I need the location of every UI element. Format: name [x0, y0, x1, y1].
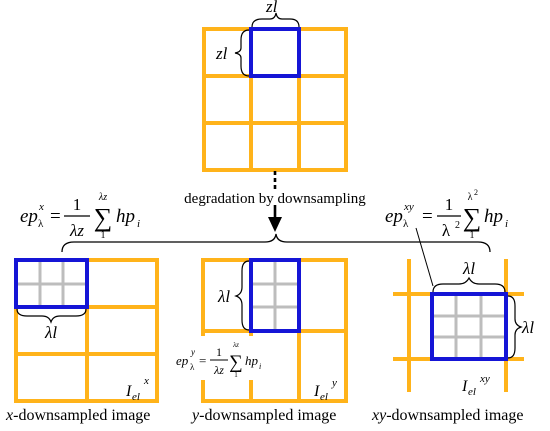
- panel-xy-brace-right: [507, 295, 523, 359]
- panel-y-brace-label: λl: [217, 287, 230, 306]
- formula-x-frac-num: 1: [73, 195, 82, 214]
- formula-xy-sum-top-sup: 2: [474, 188, 478, 197]
- formula-xy-frac-num: 1: [445, 195, 454, 214]
- panel-y-caption: y-downsampled image: [190, 407, 336, 424]
- panel-y-subgrid: [253, 262, 297, 329]
- formula-y: ep y λ = 1 λz λz ∑ 1 hp i: [174, 336, 268, 380]
- formula-xy-frac-den: λ: [442, 221, 451, 240]
- formula-y-sum-top: λz: [232, 341, 239, 349]
- formula-xy-sub: λ: [403, 218, 409, 230]
- flow-label: degradation by downsampling: [184, 191, 366, 207]
- panel-xy-downsampled: λl λl I el xy xy-downsampled image: [371, 227, 534, 424]
- panel-xy-image-sub: el: [468, 386, 476, 398]
- formula-x-sub: λ: [38, 218, 44, 230]
- panel-x-brace: [16, 308, 87, 324]
- top-label-zl-horizontal: zl: [265, 0, 278, 16]
- panel-x-caption-rest: -downsampled image: [13, 407, 150, 424]
- panel-x-caption: x-downsampled image: [5, 407, 150, 424]
- panel-y-highlight-cell: [249, 258, 301, 333]
- formula-x-term: hp: [116, 206, 135, 227]
- panel-x-image-sup: x: [143, 375, 149, 387]
- panel-xy-caption-rest: -downsampled image: [386, 407, 523, 424]
- formula-xy-sum-top: λ: [468, 192, 473, 203]
- formula-y-equals: =: [199, 353, 206, 368]
- panel-x-caption-var: x: [5, 407, 13, 424]
- panel-y-image-sub: el: [320, 391, 328, 403]
- panel-y-caption-rest: -downsampled image: [199, 407, 336, 424]
- formula-xy-lhs: ep: [385, 206, 403, 227]
- panel-y-caption-var: y: [190, 407, 200, 424]
- formula-x-sup: x: [38, 201, 44, 213]
- panel-y-downsampled: λl ep y λ = 1 λz λz ∑ 1 hp i I el y y-do…: [174, 258, 348, 424]
- panel-xy-subgrid: [434, 296, 504, 358]
- panel-x-image-label: I: [125, 383, 132, 400]
- panel-y-image-label: I: [313, 383, 320, 400]
- formula-y-sub: λ: [190, 362, 195, 372]
- top-grid: zl zl: [202, 0, 348, 172]
- panel-y-image-sup: y: [331, 377, 337, 389]
- formula-y-frac-num: 1: [216, 345, 222, 359]
- panel-xy-pointer-line: [415, 227, 434, 287]
- panel-xy-brace-top: [432, 276, 506, 293]
- panel-x-downsampled: λl I el x x-downsampled image: [5, 258, 159, 424]
- formula-y-lhs: ep: [176, 353, 189, 368]
- formula-xy: ep xy λ = 1 λ 2 λ 2 ∑ 1 hp i: [385, 188, 508, 241]
- formula-y-sum-icon: ∑: [229, 352, 243, 373]
- panel-y-brace: [234, 260, 250, 331]
- panel-xy-highlight-cell: [430, 292, 508, 361]
- formula-xy-sum-icon: ∑: [463, 203, 482, 232]
- flow-arrow-head-icon: [268, 217, 282, 232]
- formula-xy-sum-bot: 1: [470, 230, 475, 241]
- formula-y-term-sub: i: [259, 362, 261, 371]
- formula-y-sum-bot: 1: [234, 371, 238, 379]
- panel-xy-image-label: I: [461, 378, 468, 395]
- formula-y-backdrop: [174, 336, 268, 380]
- panel-xy-brace-right-label: λl: [521, 318, 534, 337]
- flow-branch-brace: [61, 233, 491, 253]
- formula-x-sum-icon: ∑: [94, 203, 113, 232]
- formula-xy-equals: =: [422, 206, 433, 227]
- formula-y-term: hp: [245, 353, 259, 368]
- formula-xy-sup: xy: [403, 201, 414, 213]
- top-label-zl-vertical: zl: [215, 44, 228, 63]
- formula-y-sup: y: [190, 347, 195, 357]
- panel-xy-brace-top-label: λl: [462, 259, 475, 278]
- panel-xy-caption-var: xy: [371, 407, 387, 424]
- formula-x: ep x λ = 1 λz λz ∑ 1 hp i: [20, 192, 140, 241]
- formula-x-equals: =: [50, 206, 61, 227]
- top-brace-horizontal: [251, 12, 300, 28]
- formula-x-frac-den: λz: [69, 221, 84, 240]
- top-highlight-cell: [249, 27, 301, 78]
- panel-x-brace-label: λl: [44, 323, 57, 342]
- formula-xy-frac-den-sup: 2: [455, 220, 460, 231]
- formula-y-frac-den: λz: [213, 363, 224, 377]
- degradation-flow: degradation by downsampling: [61, 171, 491, 253]
- formula-x-lhs: ep: [20, 206, 38, 227]
- panel-x-image-sub: el: [132, 391, 140, 403]
- formula-xy-term-sub: i: [505, 218, 508, 230]
- formula-x-sum-bot: 1: [101, 230, 106, 241]
- panel-x-highlight-cell: [14, 258, 89, 309]
- panel-xy-image-sup: xy: [479, 373, 490, 385]
- formula-xy-term: hp: [484, 206, 503, 227]
- panel-xy-caption: xy-downsampled image: [371, 407, 524, 424]
- formula-x-sum-top: λz: [98, 192, 107, 203]
- top-brace-vertical: [234, 29, 250, 77]
- panel-x-subgrid: [18, 262, 85, 305]
- formula-x-term-sub: i: [137, 218, 140, 230]
